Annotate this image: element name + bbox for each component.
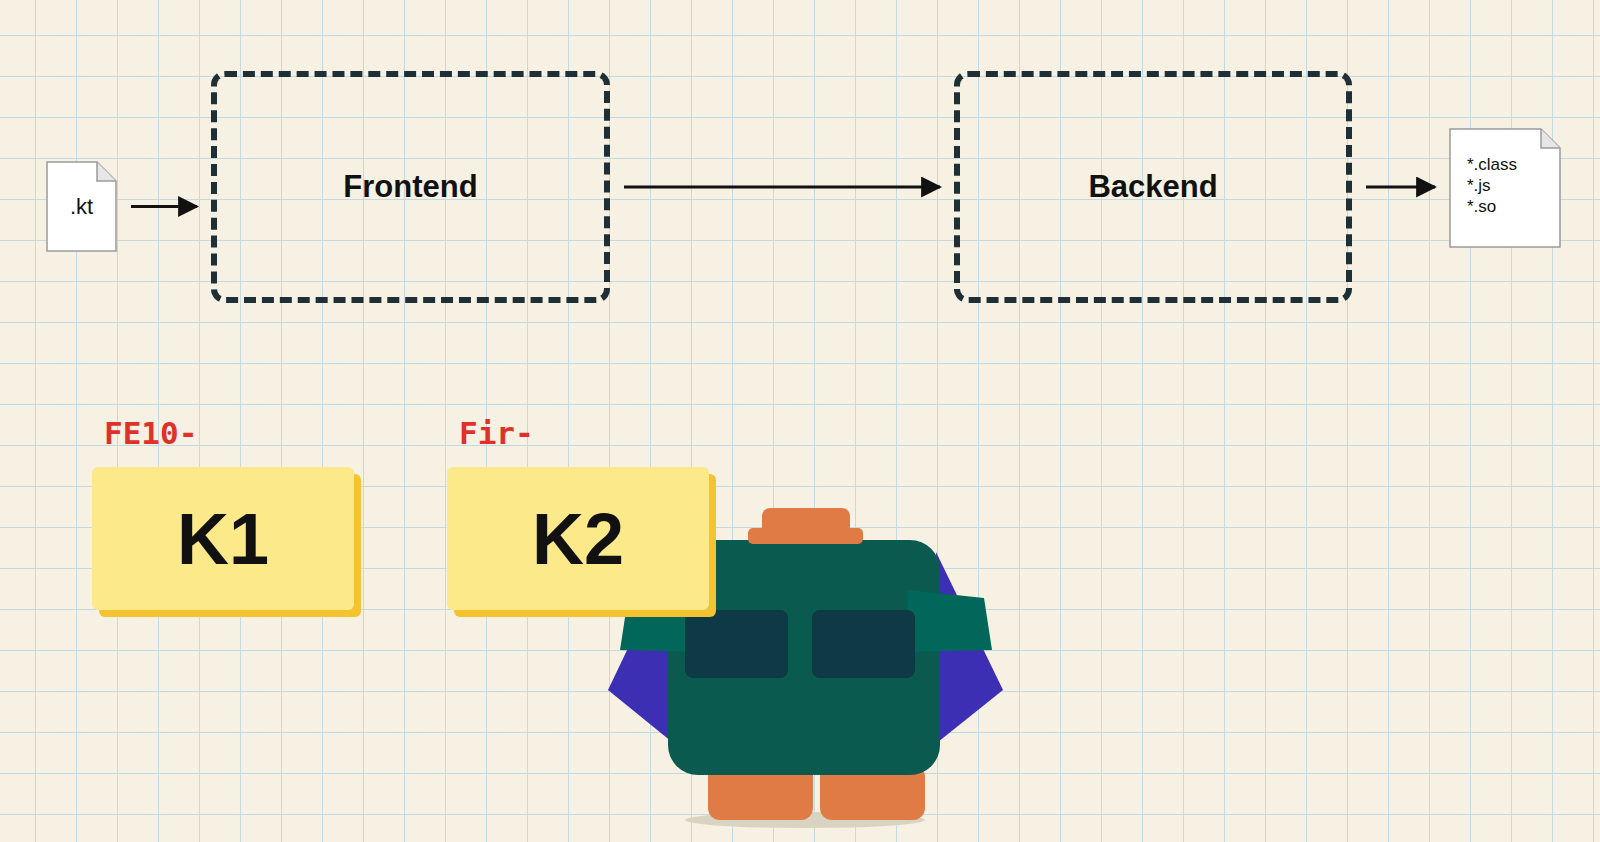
hat-brim xyxy=(748,528,863,544)
node-label: Frontend xyxy=(343,169,477,205)
arm-right xyxy=(905,590,992,652)
source-file: .kt xyxy=(46,161,117,252)
compiler-block: Fir-K2 xyxy=(447,467,709,610)
frontend-label: FE10- xyxy=(104,415,197,451)
node-label: K1 xyxy=(177,498,269,580)
node-label: *.class xyxy=(1467,154,1517,175)
file-icon xyxy=(1449,128,1561,248)
compiler-block: FE10-K1 xyxy=(92,467,354,610)
output-file: *.class*.js*.so xyxy=(1449,128,1561,248)
flow-arrow xyxy=(131,205,197,208)
file-fold xyxy=(97,162,116,181)
node-label: Backend xyxy=(1088,169,1217,205)
node-label: K2 xyxy=(532,498,624,580)
node-label: *.so xyxy=(1467,196,1496,217)
stage-box: Backend xyxy=(954,71,1352,303)
stage-box: Frontend xyxy=(211,71,610,303)
file-outline xyxy=(47,162,116,251)
eye-left xyxy=(685,610,788,678)
file-outline xyxy=(1450,129,1560,247)
node-label: *.js xyxy=(1467,175,1491,196)
flow-arrow xyxy=(624,186,940,189)
flow-arrow xyxy=(1366,186,1435,189)
node-label: .kt xyxy=(70,194,93,220)
eye-right xyxy=(812,610,915,678)
frontend-label: Fir- xyxy=(459,415,534,451)
file-fold xyxy=(1541,129,1560,148)
